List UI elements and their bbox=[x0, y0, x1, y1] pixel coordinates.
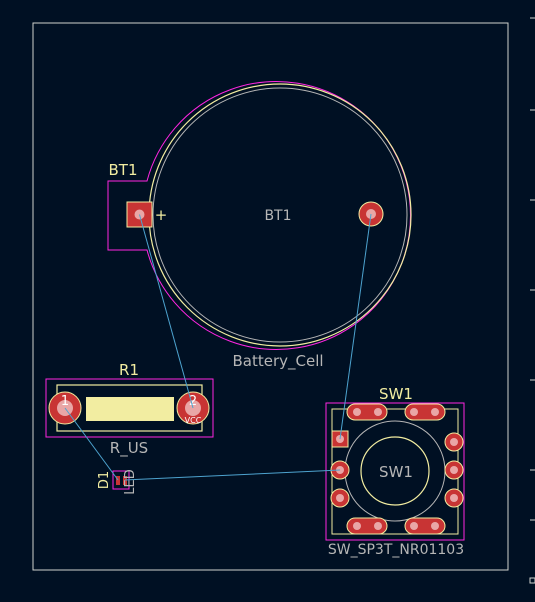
sw1-pad-top-left-hole2 bbox=[374, 408, 382, 416]
sw1-pad-right-3-hole bbox=[450, 494, 458, 502]
d1-ref-label: D1 bbox=[97, 471, 112, 489]
ratsnest-bt1-r1 bbox=[139, 214, 194, 409]
sw1-pad-right-2-hole bbox=[450, 466, 458, 474]
sw1-pad-bottom-right-hole bbox=[410, 522, 418, 530]
ratsnest bbox=[64, 213, 372, 481]
d1-value-label: LED bbox=[123, 469, 138, 494]
bt1-ref-label: BT1 bbox=[109, 161, 138, 179]
d1-pad-2[interactable] bbox=[123, 476, 127, 485]
r1-courtyard bbox=[45, 378, 214, 438]
bt1-center-label: BT1 bbox=[264, 208, 291, 224]
r1-pad-2-net: VCC bbox=[185, 416, 202, 425]
footprint-r1[interactable]: 1 2 VCC R1 R_US bbox=[45, 361, 214, 458]
sw1-pad-top-right-hole bbox=[410, 408, 418, 416]
sw1-value-label: SW_SP3T_NR01103 bbox=[328, 542, 464, 558]
ratsnest-bt1-sw1 bbox=[339, 213, 372, 440]
sw1-pad-top-left-hole bbox=[353, 408, 361, 416]
footprint-d1[interactable]: D1 LED bbox=[97, 469, 138, 494]
sw1-courtyard bbox=[325, 402, 465, 541]
r1-pad-1-number: 1 bbox=[61, 394, 69, 409]
footprint-sw1[interactable]: SW1 SW1 SW_SP3T_NR01103 bbox=[325, 385, 465, 558]
r1-pad-2-number: 2 bbox=[189, 394, 197, 409]
sw1-pad-bottom-left-hole2 bbox=[374, 522, 382, 530]
ratsnest-r1-d1 bbox=[64, 407, 119, 481]
sw1-pad-bottom-right-hole2 bbox=[431, 522, 439, 530]
sw1-knob-inner bbox=[360, 436, 430, 506]
sw1-pad-bottom-left-hole bbox=[353, 522, 361, 530]
d1-pad-1[interactable] bbox=[116, 476, 120, 485]
footprint-bt1[interactable]: + BT1 BT1 Battery_Cell bbox=[107, 81, 412, 372]
board-outline bbox=[32, 22, 509, 571]
r1-body bbox=[86, 397, 174, 421]
sw1-pad-top-right-hole2 bbox=[431, 408, 439, 416]
r1-ref-label: R1 bbox=[119, 361, 139, 379]
bt1-outline-inner bbox=[152, 87, 408, 343]
bt1-plus-mark: + bbox=[155, 206, 168, 224]
r1-value-label: R_US bbox=[110, 439, 148, 458]
sw1-pad-right-1-hole bbox=[450, 438, 458, 446]
ratsnest-d1-sw1 bbox=[124, 469, 341, 481]
sw1-center-label: SW1 bbox=[379, 463, 413, 481]
sw1-pad-left-3-hole bbox=[336, 494, 344, 502]
bt1-value-label: Battery_Cell bbox=[232, 352, 323, 371]
frame-ticks bbox=[529, 17, 535, 584]
sw1-ref-label: SW1 bbox=[379, 385, 413, 403]
